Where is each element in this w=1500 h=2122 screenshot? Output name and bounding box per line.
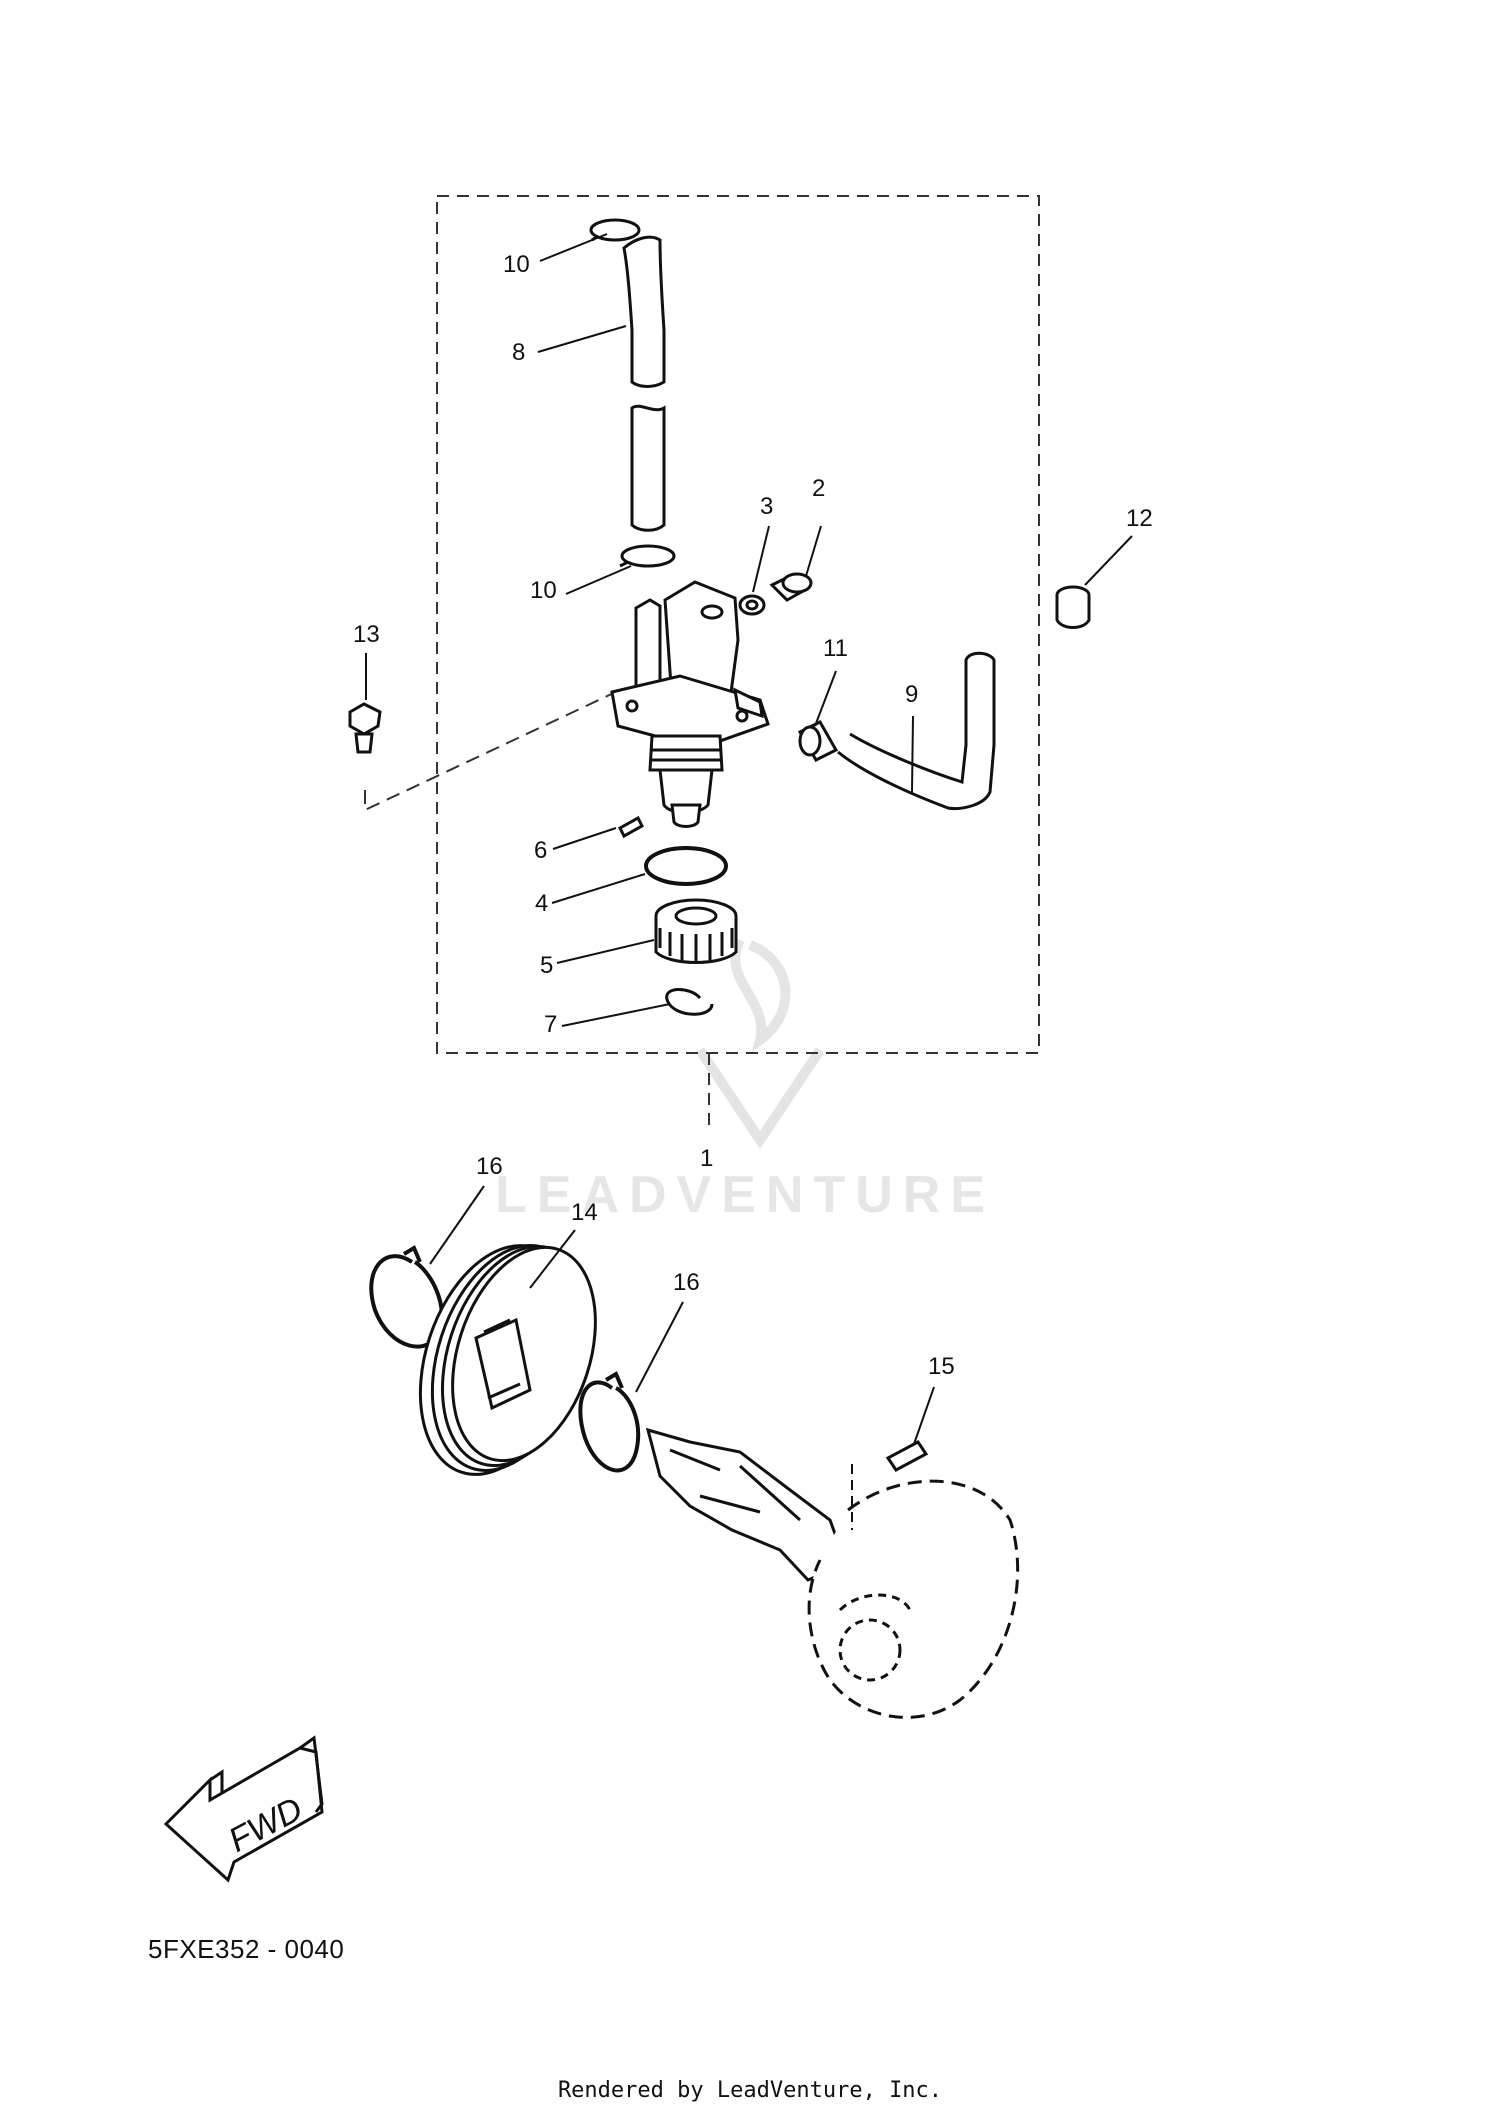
callout-16-left: 16 <box>476 1153 503 1180</box>
gear-5 <box>654 898 738 964</box>
pin-6 <box>618 815 644 839</box>
callout-9: 9 <box>905 681 918 708</box>
screw-2 <box>769 572 813 602</box>
o-ring-4 <box>644 846 728 886</box>
callout-16-right: 16 <box>673 1269 700 1296</box>
callout-13: 13 <box>353 621 380 648</box>
callout-1: 1 <box>700 1145 713 1172</box>
callout-3: 3 <box>760 493 773 520</box>
bolt-13 <box>348 702 382 754</box>
fwd-arrow: FWD <box>163 1735 324 1883</box>
diagram-code: 5FXE352 - 0040 <box>148 1934 345 1964</box>
pulley-14 <box>418 1244 597 1476</box>
circlip-7 <box>665 988 714 1016</box>
fitting-11 <box>797 720 839 762</box>
callout-11: 11 <box>823 635 848 662</box>
callout-12: 12 <box>1126 505 1153 532</box>
callout-8: 8 <box>512 339 525 366</box>
oil-pump-body <box>610 580 770 828</box>
hose-9 <box>837 651 996 810</box>
watermark-text: LEADVENTURE <box>495 1166 995 1224</box>
callout-7: 7 <box>544 1011 557 1038</box>
callout-10-lower: 10 <box>530 577 557 604</box>
callout-5: 5 <box>540 952 553 979</box>
pin-15 <box>885 1440 929 1472</box>
circlip-16-right <box>578 1371 641 1473</box>
callout-4: 4 <box>535 890 548 917</box>
callout-15: 15 <box>928 1353 955 1380</box>
leader-lines <box>365 233 1133 1445</box>
callout-2: 2 <box>812 475 825 502</box>
cap-12 <box>1055 585 1091 629</box>
clip-10-lower <box>619 544 676 568</box>
render-credit: Rendered by LeadVenture, Inc. <box>557 2078 943 2103</box>
washer-3 <box>738 594 766 616</box>
crankshaft <box>645 1427 1020 1719</box>
bolt-13-dashed-line <box>364 689 621 812</box>
callout-10-top: 10 <box>503 251 530 278</box>
oil-pump-assembly-box <box>436 195 1040 1054</box>
watermark-logo-icon <box>695 937 825 1150</box>
callout-14: 14 <box>571 1199 598 1226</box>
circlip-16-left <box>369 1245 444 1349</box>
callout-labels: 1 2 3 4 5 6 7 8 9 10 10 11 12 13 14 15 1… <box>353 251 1153 1380</box>
watermark: LEADVENTURE <box>495 937 995 1224</box>
hose-8 <box>622 235 666 532</box>
callout-6: 6 <box>534 837 547 864</box>
